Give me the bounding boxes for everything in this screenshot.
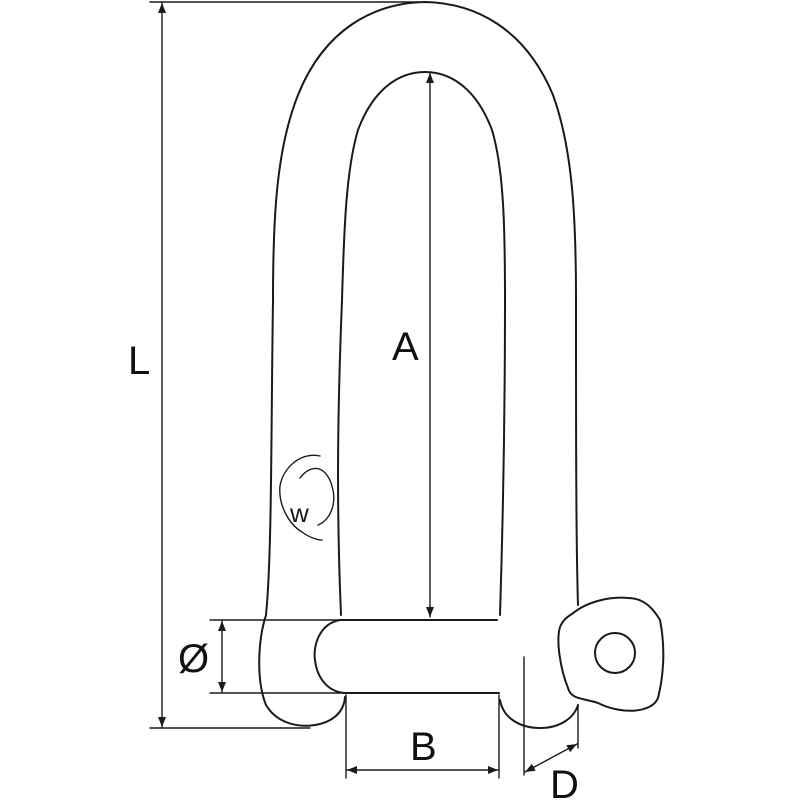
right-lug-outline: [499, 699, 579, 729]
d-label: D: [550, 763, 579, 800]
pin-head-hole: [594, 632, 636, 674]
l-label: L: [128, 339, 150, 383]
pin-outline: [313, 619, 500, 694]
logo-letter: w: [289, 498, 309, 528]
pin-diameter-label: Ø: [178, 637, 209, 681]
pin-head-outline: [557, 596, 665, 712]
left-lug-outline: [258, 614, 346, 727]
d-dimension-line: [524, 743, 578, 773]
b-label: B: [410, 725, 437, 769]
shackle-outer-outline: [265, 1, 579, 616]
a-label: A: [392, 325, 419, 369]
logo-swirl: [279, 454, 335, 541]
shackle-inner-outline: [337, 71, 506, 616]
